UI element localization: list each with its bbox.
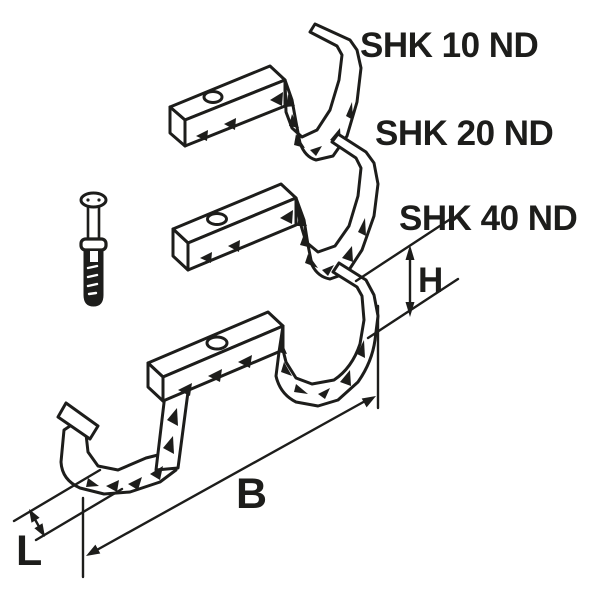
shk-10-hook-drawing <box>168 22 363 162</box>
mount-hole <box>205 335 229 351</box>
product-label-shk-20-nd: SHK 20 ND <box>375 114 554 153</box>
dimension-label-h: H <box>418 261 443 300</box>
dimension-label-b: B <box>236 470 267 518</box>
mount-hole <box>206 212 228 226</box>
product-label-shk-40-nd: SHK 40 ND <box>399 199 578 238</box>
shk-20-hook-drawing <box>171 132 380 281</box>
product-label-shk-10-nd: SHK 10 ND <box>360 26 539 65</box>
dimension-label-l: L <box>16 527 42 575</box>
dimension-h-lines <box>354 216 460 340</box>
dimension-arrowheads <box>29 245 415 556</box>
anchor-collar <box>79 237 108 252</box>
screw-anchor-icon <box>79 191 108 307</box>
mount-hole <box>202 90 224 104</box>
shk-40-hook-drawing <box>56 261 380 496</box>
screw-head <box>79 191 108 209</box>
